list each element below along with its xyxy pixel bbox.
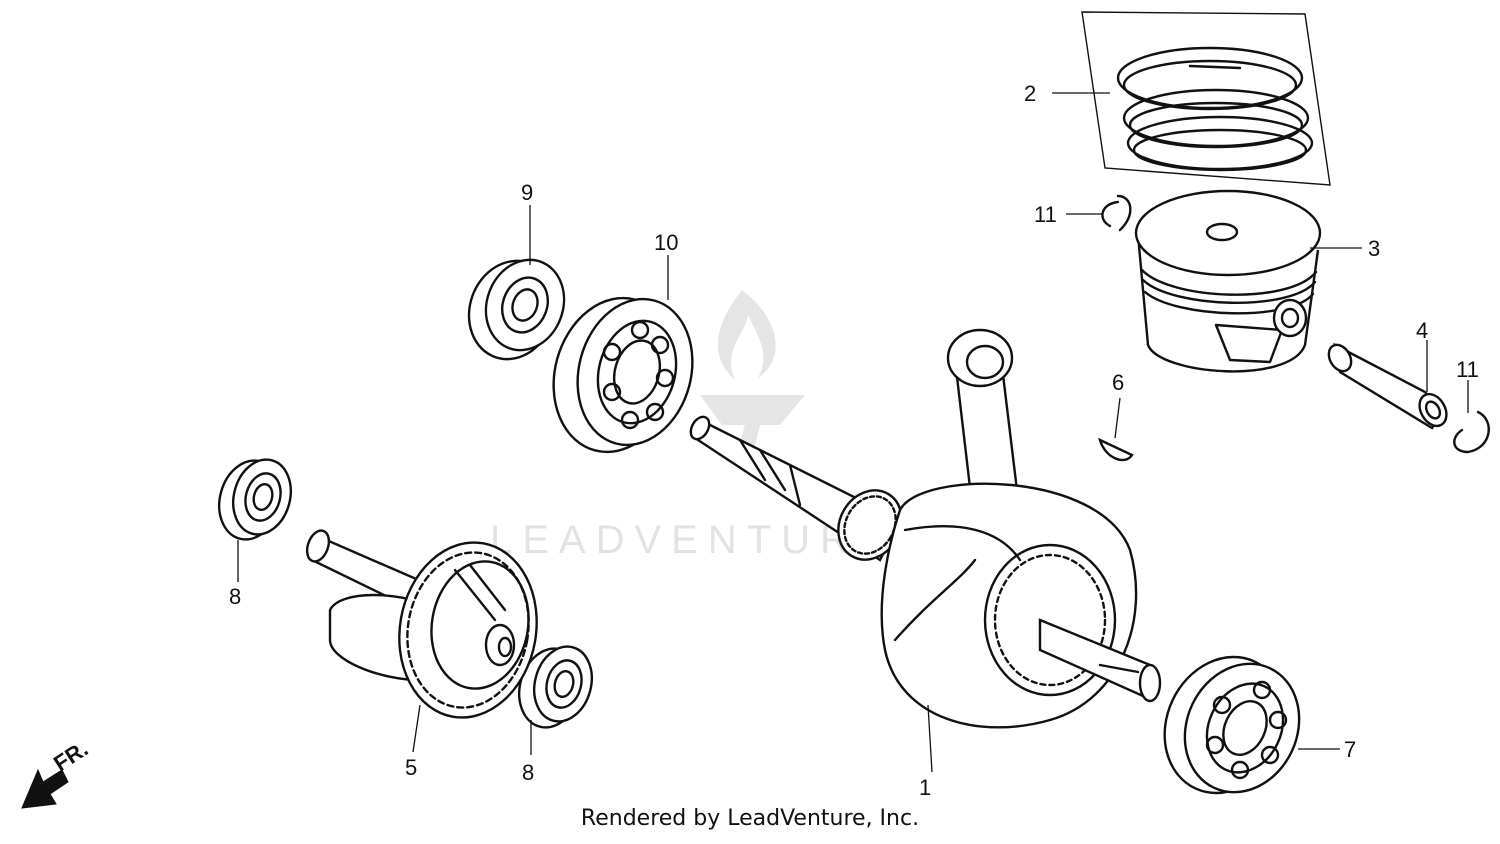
circlip-right	[1453, 410, 1490, 454]
watermark-text: LEADVENTURE	[490, 518, 896, 562]
callout-7: 7	[1344, 737, 1356, 762]
bearing-small-top	[467, 258, 566, 361]
watermark-logo	[700, 290, 805, 460]
callout-8-upper: 8	[229, 584, 241, 609]
woodruff-key	[1098, 437, 1134, 462]
callout-11-right: 11	[1456, 357, 1479, 382]
callout-3: 3	[1368, 236, 1380, 261]
callout-9: 9	[521, 180, 533, 205]
piston	[1134, 189, 1322, 373]
piston-pin	[1327, 342, 1448, 430]
callout-11-left: 11	[1034, 202, 1057, 227]
bearing-large-top	[552, 296, 694, 454]
callout-10: 10	[654, 230, 678, 255]
callout-5: 5	[405, 755, 417, 780]
balancer-shaft	[305, 529, 538, 719]
callout-8-lower: 8	[522, 760, 534, 785]
bearing-lower	[518, 645, 593, 729]
crankshaft	[689, 328, 1162, 729]
piston-ring-set	[1081, 11, 1331, 186]
circlip-left	[1101, 194, 1132, 232]
bearing-right	[1163, 655, 1301, 795]
callout-1: 1	[919, 775, 931, 800]
callout-2: 2	[1024, 81, 1036, 106]
front-direction-label: FR.	[49, 736, 92, 776]
callout-6: 6	[1112, 370, 1124, 395]
bearing-upper-left	[218, 458, 292, 541]
footer-credit: Rendered by LeadVenture, Inc.	[580, 806, 920, 831]
front-direction-arrow-icon	[21, 768, 69, 809]
leader-lines	[237, 92, 1469, 773]
callout-4: 4	[1416, 318, 1428, 343]
